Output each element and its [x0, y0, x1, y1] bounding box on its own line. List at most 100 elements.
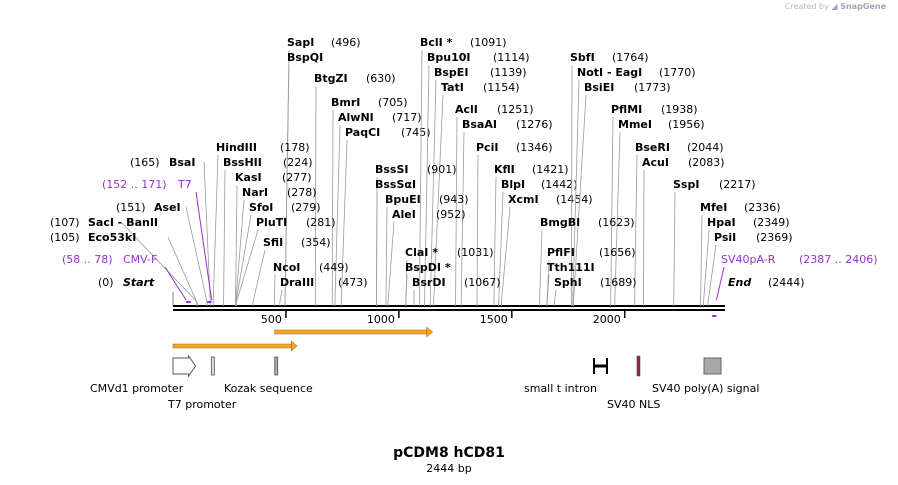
enzyme-name: NotI - EagI [577, 66, 642, 79]
site-leader [167, 236, 198, 306]
site-leader [610, 116, 614, 306]
restriction-site: MfeI(2336) [700, 201, 781, 214]
restriction-site: BtgZI(630) [314, 72, 396, 85]
site-leader [279, 289, 283, 306]
restriction-site: AcuI(2083) [642, 156, 725, 169]
primer-leader [715, 266, 725, 301]
enzyme-name: TatI [441, 81, 464, 94]
enzyme-name: BlpI [501, 178, 525, 191]
enzyme-name: PciI [476, 141, 498, 154]
site-leader [500, 206, 511, 306]
orf-bar [274, 329, 427, 335]
enzyme-name: AseI [154, 201, 181, 214]
restriction-site: MmeI(1956) [618, 118, 705, 131]
primer-leader [164, 266, 187, 301]
site-leader [703, 229, 710, 306]
site-leader [235, 214, 252, 306]
restriction-site: HpaI(2349) [707, 216, 790, 229]
site-leader [274, 274, 276, 306]
enzyme-name: BpuEI [385, 193, 421, 206]
feature-kozak [274, 356, 279, 376]
enzyme-name: AlwNI [338, 111, 374, 124]
enzyme-position: (705) [378, 96, 408, 109]
restriction-site: SbfI(1764) [570, 51, 649, 64]
site-leader [385, 206, 388, 306]
enzyme-position: (1346) [516, 141, 553, 154]
restriction-site: BclI *(1091) [420, 36, 507, 49]
primer-range: (58 .. 78) [62, 253, 113, 266]
site-leader [334, 124, 341, 306]
enzyme-position: (281) [306, 216, 336, 229]
primer-range: (2387 .. 2406) [799, 253, 878, 266]
site-leader [476, 154, 479, 306]
primer-range: (152 .. 171) [102, 178, 167, 191]
enzyme-name: SfoI [249, 201, 273, 214]
enzyme-name: BsaAI [462, 118, 497, 131]
orf-bar [172, 343, 292, 349]
end-position-label: (2444) [768, 276, 805, 289]
enzyme-name: BsiEI [584, 81, 614, 94]
enzyme-name: PaqCI [345, 126, 380, 139]
primer-name: SV40pA-R [721, 253, 776, 266]
restriction-site: XcmI(1454) [508, 193, 593, 206]
restriction-site: NcoI (449) [273, 261, 349, 274]
enzyme-name: SacI - BanII [88, 216, 158, 229]
enzyme-position: (449) [319, 261, 349, 274]
enzyme-name: BssSαI [375, 178, 416, 191]
enzyme-position: (278) [287, 186, 317, 199]
site-leader [314, 85, 317, 306]
enzyme-name: BssHII [223, 156, 262, 169]
enzyme-name: Bpu10I [427, 51, 471, 64]
enzyme-name: Tth111I [547, 261, 595, 274]
restriction-site: ClaI *(1031) [405, 246, 494, 259]
restriction-site: BspEI(1139) [434, 66, 527, 79]
restriction-site: PciI (1346) [476, 141, 553, 154]
site-leader [387, 221, 395, 306]
site-leader [212, 154, 219, 306]
restriction-site: BspDI * [405, 261, 451, 274]
enzyme-position: (473) [338, 276, 368, 289]
restriction-site: AleI(952) [392, 208, 466, 221]
restriction-site: DraIII (473) [280, 276, 368, 289]
primer-name: CMV-F [123, 253, 157, 266]
enzyme-position: (1139) [490, 66, 527, 79]
site-leader [572, 79, 580, 306]
restriction-site: BseRI(2044) [635, 141, 724, 154]
ruler-tick-label: 1500 [480, 313, 508, 326]
site-leader [614, 131, 621, 306]
restriction-site: SapI (496) [287, 36, 361, 49]
enzyme-position: (105) [50, 231, 80, 244]
enzyme-position: (178) [280, 141, 310, 154]
enzyme-position: (1956) [668, 118, 705, 131]
enzyme-position: (496) [331, 36, 361, 49]
site-leader [429, 79, 437, 306]
restriction-site: SspI(2217) [673, 178, 756, 191]
site-leader [493, 176, 497, 306]
enzyme-name: BsrDI [412, 276, 446, 289]
enzyme-name: SfiI [263, 236, 283, 249]
restriction-site: PaqCI(745) [345, 126, 431, 139]
enzyme-name: BclI * [420, 36, 453, 49]
enzyme-name: ClaI * [405, 246, 438, 259]
site-leader [236, 229, 259, 306]
enzyme-name: NcoI [273, 261, 300, 274]
enzyme-position: (2044) [687, 141, 724, 154]
enzyme-position: (165) [130, 156, 160, 169]
enzyme-position: (1764) [612, 51, 649, 64]
enzyme-name: SapI [287, 36, 314, 49]
enzyme-position: (901) [427, 163, 457, 176]
restriction-site: BpuEI(943) [385, 193, 469, 206]
enzyme-name: BspQI [287, 51, 323, 64]
restriction-site: AlwNI(717) [338, 111, 422, 124]
enzyme-name: AclI [455, 103, 478, 116]
site-leader [185, 206, 208, 306]
feature-label: SV40 poly(A) signal [652, 382, 759, 395]
snapgene-watermark: Created by ◢ SnapGene [784, 2, 886, 11]
restriction-site: BlpI(1442) [501, 178, 578, 191]
enzyme-position: (2349) [753, 216, 790, 229]
enzyme-name: MfeI [700, 201, 727, 214]
feature-label: small t intron [524, 382, 597, 395]
restriction-site: HindIII(178) [216, 141, 310, 154]
enzyme-name: DraIII [280, 276, 314, 289]
enzyme-name: BsaI [169, 156, 195, 169]
